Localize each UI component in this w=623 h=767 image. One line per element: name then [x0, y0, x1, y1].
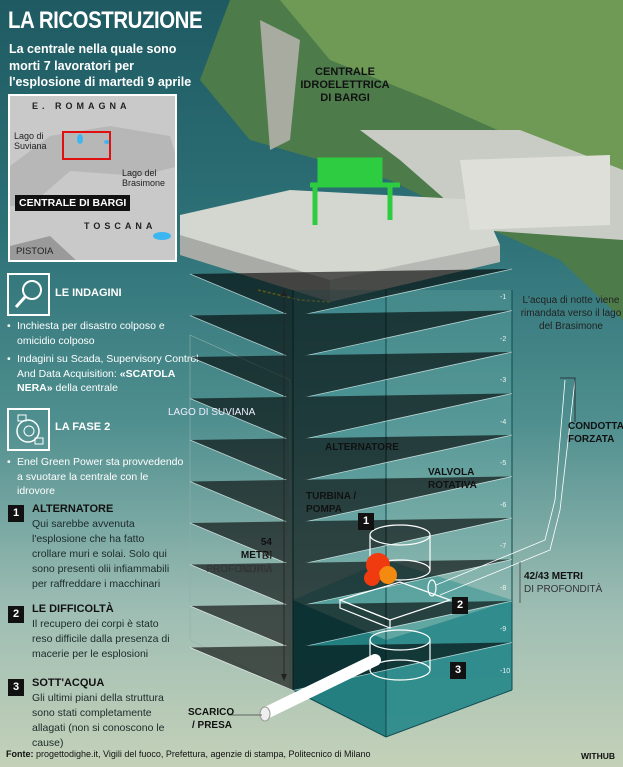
night-water-note: L'acqua di notte viene rimandata verso i… [520, 295, 622, 332]
page-subtitle: La centrale nella quale sono morti 7 lav… [9, 42, 192, 89]
valvola-label: VALVOLA ROTATIVA [428, 467, 477, 491]
fase2-heading: LA FASE 2 [55, 421, 111, 433]
floor-depth-label: -5 [500, 460, 507, 467]
pump-icon [7, 408, 50, 451]
map-lake-brasimone: Lago del Brasimone [122, 168, 166, 188]
page-title: LA RICOSTRUZIONE [8, 7, 203, 34]
item-number: 2 [8, 606, 24, 623]
depth-total-sub: DI PROFONDITÀ [206, 551, 272, 575]
item-number: 3 [8, 679, 24, 696]
marker-1: 1 [358, 513, 374, 530]
lake-label: LAGO DI SUVIANA [168, 407, 256, 418]
map-region-north: E. ROMAGNA [32, 101, 131, 111]
map-shapes [10, 126, 175, 260]
item-heading: LE DIFFICOLTÀ [32, 603, 114, 615]
photo-label: CENTRALE IDROELETTRICA DI BARGI [300, 66, 390, 104]
explosion-icon [364, 553, 397, 586]
indagini-bullet: Inchiesta per disastro colposo e omicidi… [7, 319, 167, 348]
item-heading: SOTT'ACQUA [32, 677, 105, 689]
source-note: Fonte: progettodighe.it, Vigili del fuoc… [6, 749, 371, 759]
marker-2: 2 [452, 597, 468, 614]
item-text: Qui sarebbe avvenuta l'esplosione che ha… [32, 518, 170, 590]
discharge-pipe [262, 654, 381, 718]
floor-depth-label: -10 [500, 667, 511, 675]
marker-3: 3 [450, 662, 466, 679]
crane [310, 157, 400, 225]
map-highlight-box [62, 131, 111, 160]
item-text: Gli ultimi piani della struttura sono st… [32, 692, 165, 749]
floor-depth-label: -7 [500, 543, 507, 550]
depth-total-label: 54 METRI [240, 537, 272, 561]
floor-depth-label: -9 [500, 626, 507, 633]
floor-depth-label: -4 [500, 418, 507, 426]
indagini-bullet: Indagini su Scada, Supervisory Control A… [7, 352, 207, 396]
floor-depth-label: -3 [500, 377, 507, 384]
alternatore-label: ALTERNATORE [325, 442, 399, 453]
fase2-bullet: Enel Green Power sta provvedendo a svuot… [7, 455, 187, 499]
turbina-label: TURBINA / POMPA [306, 491, 357, 515]
map-city: PISTOIA [16, 246, 54, 257]
scarico-label: SCARICO / PRESA [188, 707, 235, 731]
map-plant-label: CENTRALE DI BARGI [15, 195, 131, 211]
item-text: Il recupero dei corpi è stato reso diffi… [32, 618, 170, 660]
depth-flood-sub: DI PROFONDITÀ [524, 584, 603, 595]
depth-flood-label: 42/43 METRI [524, 571, 583, 582]
magnifier-icon [7, 273, 50, 316]
floor-depth-label: -2 [500, 335, 507, 343]
item-heading: ALTERNATORE [32, 503, 114, 515]
floor-depth-label: -1 [500, 294, 507, 301]
depth-total-sub: TOTALI [237, 564, 272, 575]
map-region-south: TOSCANA [84, 221, 157, 231]
brand-logo: WITHUB [581, 751, 615, 761]
item-number: 1 [8, 505, 24, 522]
floor-depth-label: -6 [500, 501, 507, 509]
plant-photo [180, 0, 623, 320]
map-lake-suviana: Lago di Suviana [14, 131, 47, 151]
condotta-label: CONDOTTA FORZATA [568, 421, 623, 445]
floor-depth-label: -8 [500, 584, 507, 592]
indagini-heading: LE INDAGINI [55, 287, 122, 299]
locator-map: E. ROMAGNA Lago di Suviana Lago del Bras… [8, 94, 177, 262]
